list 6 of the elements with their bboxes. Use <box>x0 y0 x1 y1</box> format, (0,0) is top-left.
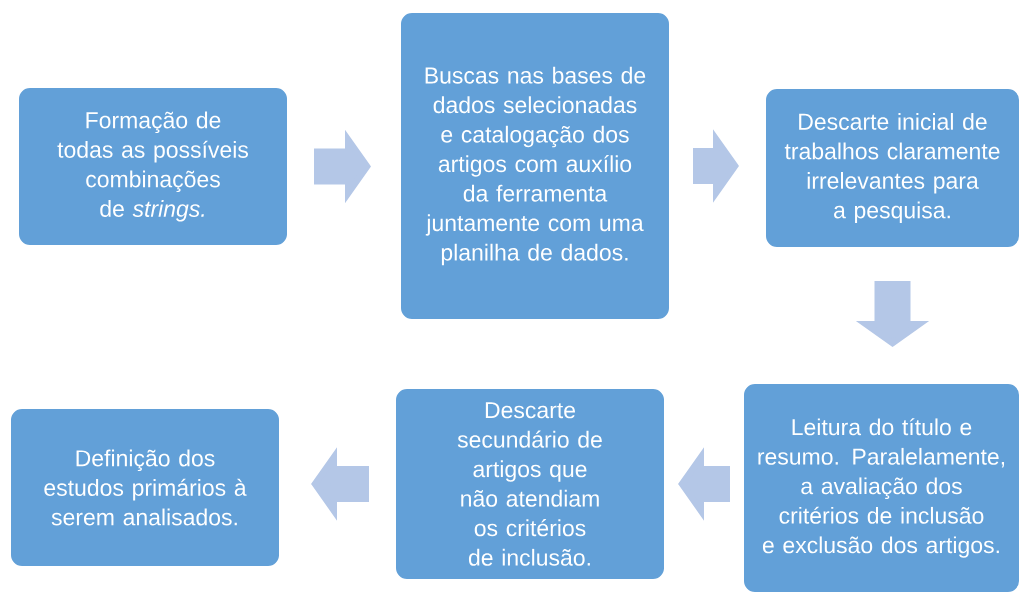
process-box: Descarte inicial de trabalhos claramente irrelevantes para a pesquisa. <box>764 87 1021 249</box>
process-box: Definição dos estudos primários à serem analisados. <box>9 407 281 568</box>
process-box: Leitura do título e resumo. Paralelamente, a avaliação dos critérios de inclusão e exclusão dos artigos. <box>742 382 1021 593</box>
process-box: Formação de todas as possíveis combinações de strings. <box>17 86 289 247</box>
process-box: Descarte secundário de artigos que não atendiam os critérios de inclusão. <box>394 387 666 581</box>
process-box: Buscas nas bases de dados selecionadas e catalogação dos artigos com auxílio da ferramenta juntamente com uma planilha de dados. <box>399 11 671 321</box>
